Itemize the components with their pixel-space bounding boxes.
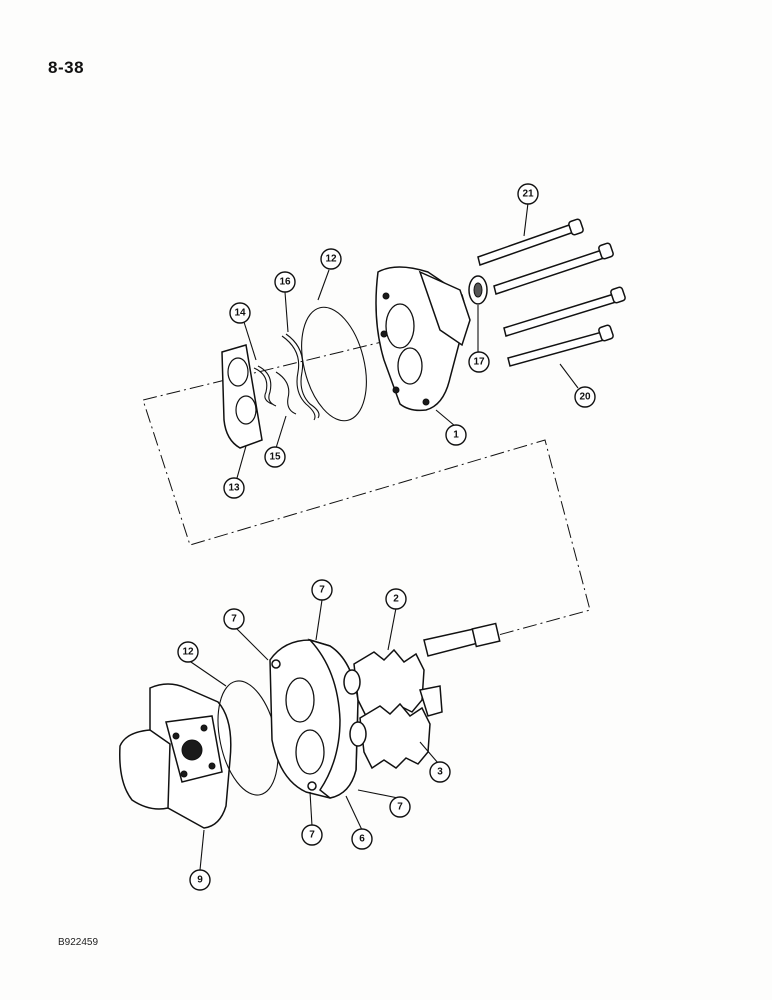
svg-text:21: 21 <box>522 189 534 200</box>
callout-7-right: 7 <box>389 796 411 818</box>
svg-text:12: 12 <box>325 254 337 265</box>
callout-7-left: 7 <box>223 608 245 630</box>
part-14-seal <box>253 365 277 407</box>
svg-text:7: 7 <box>319 585 325 596</box>
part-6-gear-body <box>269 638 359 799</box>
callout-13: 13 <box>223 477 245 499</box>
part-bolt-3 <box>503 286 626 337</box>
part-15-seal <box>275 371 297 415</box>
svg-text:14: 14 <box>234 308 246 319</box>
svg-text:6: 6 <box>359 834 365 845</box>
callout-1: 1 <box>445 424 467 446</box>
callout-2: 2 <box>385 588 407 610</box>
callout-20: 20 <box>574 386 596 408</box>
svg-text:2: 2 <box>393 594 399 605</box>
callout-21: 21 <box>517 183 539 205</box>
callout-12-lower: 12 <box>177 641 199 663</box>
callout-7-bottom: 7 <box>301 824 323 846</box>
svg-text:7: 7 <box>309 830 315 841</box>
callout-16: 16 <box>274 271 296 293</box>
svg-text:1: 1 <box>453 430 459 441</box>
callout-12-upper: 12 <box>320 248 342 270</box>
part-2-drive-gear <box>343 622 501 718</box>
svg-text:20: 20 <box>579 392 591 403</box>
part-20-bolt <box>507 324 614 367</box>
svg-text:7: 7 <box>397 802 403 813</box>
callout-6: 6 <box>351 828 373 850</box>
part-17-bearing <box>468 275 488 305</box>
alignment-dash-line <box>142 339 591 641</box>
callout-14: 14 <box>229 302 251 324</box>
svg-text:15: 15 <box>269 452 281 463</box>
callout-17: 17 <box>468 351 490 373</box>
part-1-housing <box>375 266 471 412</box>
svg-text:16: 16 <box>279 277 291 288</box>
part-21-bolt <box>477 218 584 266</box>
part-12-o-ring-upper <box>301 306 367 422</box>
part-16-backup-ring <box>281 333 320 421</box>
callout-3: 3 <box>429 761 451 783</box>
part-9-cover <box>119 683 232 829</box>
svg-text:13: 13 <box>228 483 240 494</box>
part-13-plate <box>221 344 263 449</box>
svg-text:17: 17 <box>473 357 485 368</box>
callout-15: 15 <box>264 446 286 468</box>
svg-text:9: 9 <box>197 875 203 886</box>
svg-text:7: 7 <box>231 614 237 625</box>
part-bolt-2 <box>493 242 614 295</box>
callout-7-top: 7 <box>311 579 333 601</box>
callout-9: 9 <box>189 869 211 891</box>
figure-code: B922459 <box>58 937 99 948</box>
svg-text:12: 12 <box>182 647 194 658</box>
page-number: 8-38 <box>48 58 85 77</box>
svg-text:3: 3 <box>437 767 443 778</box>
